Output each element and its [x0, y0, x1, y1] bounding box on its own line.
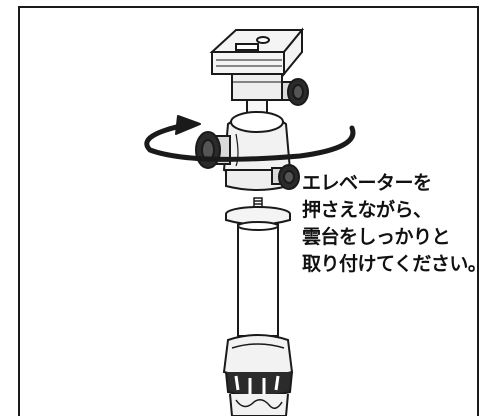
pan-knob [271, 164, 300, 190]
instruction-text: エレベーターを 押さえながら、 雲台をしっかりと 取り付けてください。 [302, 170, 487, 278]
curved-arrow-icon [144, 115, 356, 162]
instruction-line-4: 取り付けてください。 [302, 253, 487, 275]
quick-release-plate [209, 27, 305, 77]
clamp-base [231, 73, 283, 101]
column-lock-collar [222, 334, 294, 416]
instruction-line-2: 押さえながら、 [302, 199, 432, 221]
left-knob [195, 131, 231, 169]
ball-head-body [222, 111, 292, 177]
column-top-plate [225, 206, 291, 226]
instruction-line-1: エレベーターを [302, 172, 432, 194]
elevator-column [237, 221, 279, 337]
instruction-line-3: 雲台をしっかりと [302, 226, 451, 248]
clamp-knob [279, 78, 309, 106]
